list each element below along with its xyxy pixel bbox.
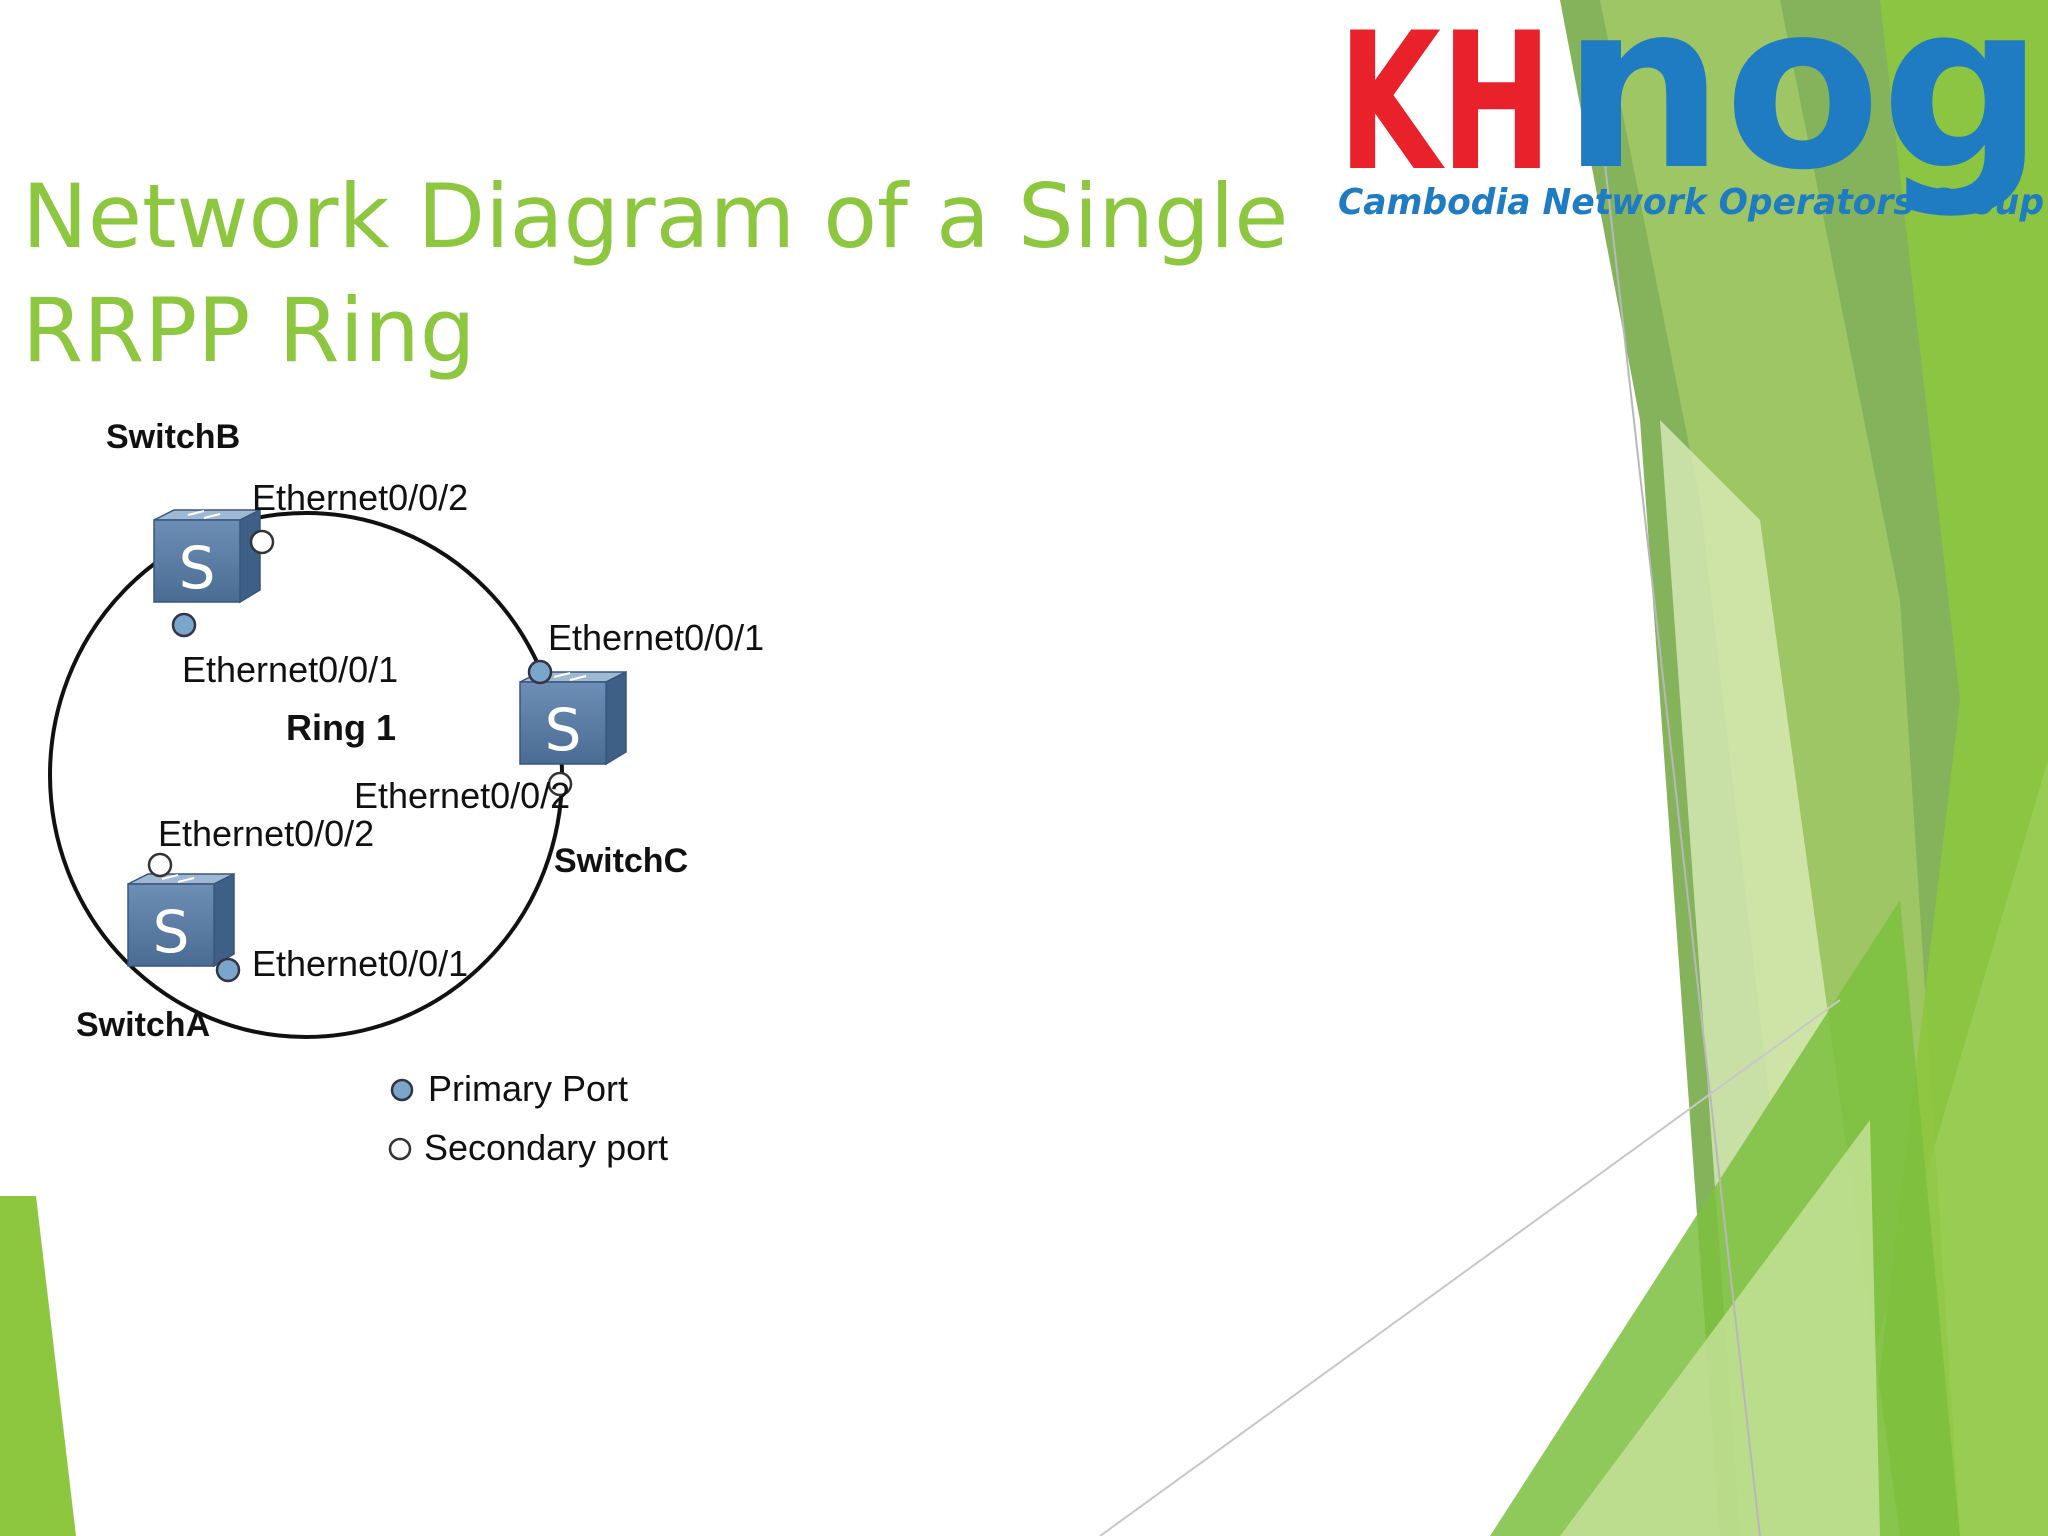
switch-b[interactable]: S xyxy=(153,508,261,604)
legend-primary-icon xyxy=(390,1078,414,1102)
switch-c[interactable]: S xyxy=(519,670,627,766)
legend-primary-label: Primary Port xyxy=(428,1068,628,1109)
switch-a[interactable]: S xyxy=(127,872,235,968)
switch-a-arrows-icon xyxy=(161,874,195,883)
ring-label: Ring 1 xyxy=(286,707,396,748)
rrpp-ring-diagram: S S S SwitchB Ethernet0/0/2 Ethernet0/0/… xyxy=(48,418,764,1168)
legend-secondary-label: Secondary port xyxy=(424,1127,668,1168)
switch-b-arrows-icon xyxy=(187,510,221,519)
bg-shape-bottom-pale xyxy=(1560,1120,1880,1536)
switch-c-arrows-icon xyxy=(553,672,587,681)
label-c-eth1: Ethernet0/0/1 xyxy=(548,617,764,658)
label-a-eth1: Ethernet0/0/1 xyxy=(252,943,468,984)
port-a-eth1-primary xyxy=(215,957,241,983)
legend-secondary-icon xyxy=(388,1137,412,1161)
slide-title: Network Diagram of a Single RRPP Ring xyxy=(22,160,1288,388)
switch-c-label: SwitchC xyxy=(554,842,688,880)
port-b-eth2-secondary xyxy=(249,529,275,555)
label-b-eth2: Ethernet0/0/2 xyxy=(252,477,468,518)
port-c-eth1-primary xyxy=(527,659,553,685)
port-c-eth2-secondary xyxy=(547,771,573,797)
title-line-2: RRPP Ring xyxy=(22,279,476,382)
legend: Primary Port Secondary port xyxy=(388,1068,668,1168)
logo-nog-letters: nog xyxy=(1562,0,2044,221)
label-a-eth2: Ethernet0/0/2 xyxy=(158,813,374,854)
switch-a-glyph: S xyxy=(153,898,190,966)
switch-c-glyph: S xyxy=(545,696,582,764)
logo-tagline: Cambodia Network Operators Group xyxy=(1338,182,2044,223)
bg-thin-line xyxy=(1599,119,1761,1536)
label-c-eth2: Ethernet0/0/2 xyxy=(354,775,570,816)
title-line-1: Network Diagram of a Single xyxy=(22,165,1289,268)
logo-kh-letters: KH xyxy=(1338,0,1552,213)
port-b-eth1-primary xyxy=(171,612,197,638)
bg-shape-left xyxy=(0,1196,76,1536)
bg-thin-line-2 xyxy=(1099,999,1841,1536)
switch-b-glyph: S xyxy=(179,534,216,602)
port-a-eth2-secondary xyxy=(147,852,173,878)
switch-b-label: SwitchB xyxy=(106,418,240,456)
label-b-eth1: Ethernet0/0/1 xyxy=(182,649,398,690)
khnog-logo: KH nog Cambodia Network Operators Group xyxy=(1338,0,2044,223)
switch-a-label: SwitchA xyxy=(76,1006,210,1044)
